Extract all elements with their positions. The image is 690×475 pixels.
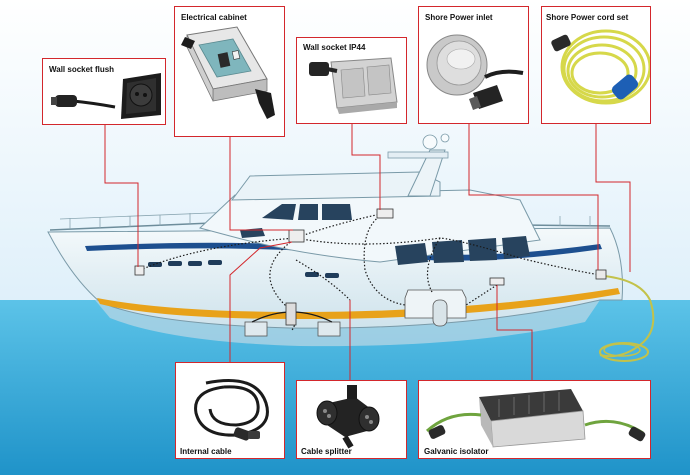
electrical-cabinet-icon <box>181 26 275 119</box>
panel-electrical-cabinet: Electrical cabinet <box>174 6 285 137</box>
shore-power-cord-icon <box>551 29 650 105</box>
portholes <box>148 260 339 278</box>
shore-power-inlet-icon <box>426 34 524 110</box>
radar-arch <box>387 151 449 159</box>
callout-lines <box>104 124 631 380</box>
shore-inlet-marker <box>595 269 607 280</box>
panel-wall-socket-flush: Wall socket flush <box>42 58 166 125</box>
panel-internal-cable: Internal cable <box>175 362 285 459</box>
panel-shore-power-inlet: Shore Power inlet <box>418 6 529 124</box>
panel-wall-socket-ip44: Wall socket IP44 <box>296 37 407 124</box>
charger-unit <box>404 289 467 327</box>
galvanic-isolator-icon <box>425 389 646 448</box>
rail-posts <box>59 211 591 229</box>
device-markers <box>134 208 505 326</box>
waterline-stripe <box>97 288 620 320</box>
batteries <box>244 311 341 337</box>
internal-cable-icon <box>194 379 269 441</box>
wheelhouse-windows <box>262 204 352 220</box>
shore-cord <box>599 275 655 358</box>
panel-label: Wall socket flush <box>49 65 115 74</box>
radome <box>422 134 438 150</box>
panel-shore-power-cord-set: Shore Power cord set <box>541 6 651 124</box>
panel-label: Internal cable <box>180 447 232 456</box>
ip44-wall-socket-icon <box>309 57 398 114</box>
panel-label: Cable splitter <box>301 447 352 456</box>
cable-splitter-icon <box>316 385 380 449</box>
panel-label: Electrical cabinet <box>181 13 247 22</box>
panel-label: Shore Power cord set <box>546 13 629 22</box>
panel-label: Shore Power inlet <box>425 13 493 22</box>
panel-cable-splitter: Cable splitter <box>296 380 407 459</box>
panel-galvanic-isolator: Galvanic isolator <box>418 380 651 459</box>
panel-label: Wall socket IP44 <box>303 43 366 52</box>
mast <box>407 149 446 197</box>
panel-label: Galvanic isolator <box>424 447 489 456</box>
flush-wall-socket-icon <box>51 73 161 119</box>
